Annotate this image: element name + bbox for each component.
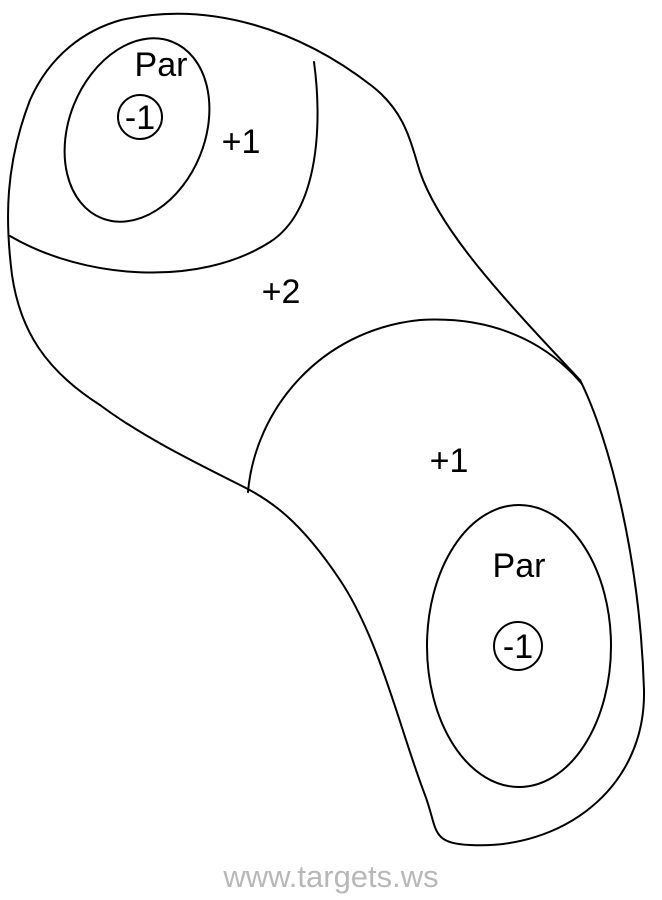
bottom-plus-one-boundary [247, 318, 583, 493]
top-plus-one-label: +1 [222, 123, 261, 161]
top-par-label: Par [135, 46, 188, 84]
top-plus-one-boundary [9, 61, 319, 274]
website-footer: www.targets.ws [222, 859, 438, 894]
bottom-par-label: Par [493, 547, 546, 585]
bottom-par-ellipse [426, 504, 612, 788]
bottom-hole-label: -1 [503, 628, 533, 666]
middle-plus-two-label: +2 [262, 273, 301, 311]
bottom-plus-one-label: +1 [430, 442, 469, 480]
outer-boundary [6, 12, 646, 847]
top-hole-label: -1 [125, 99, 155, 137]
top-par-ellipse [63, 37, 211, 223]
bottom-hole-circle [493, 621, 543, 671]
top-hole-circle [117, 94, 163, 140]
